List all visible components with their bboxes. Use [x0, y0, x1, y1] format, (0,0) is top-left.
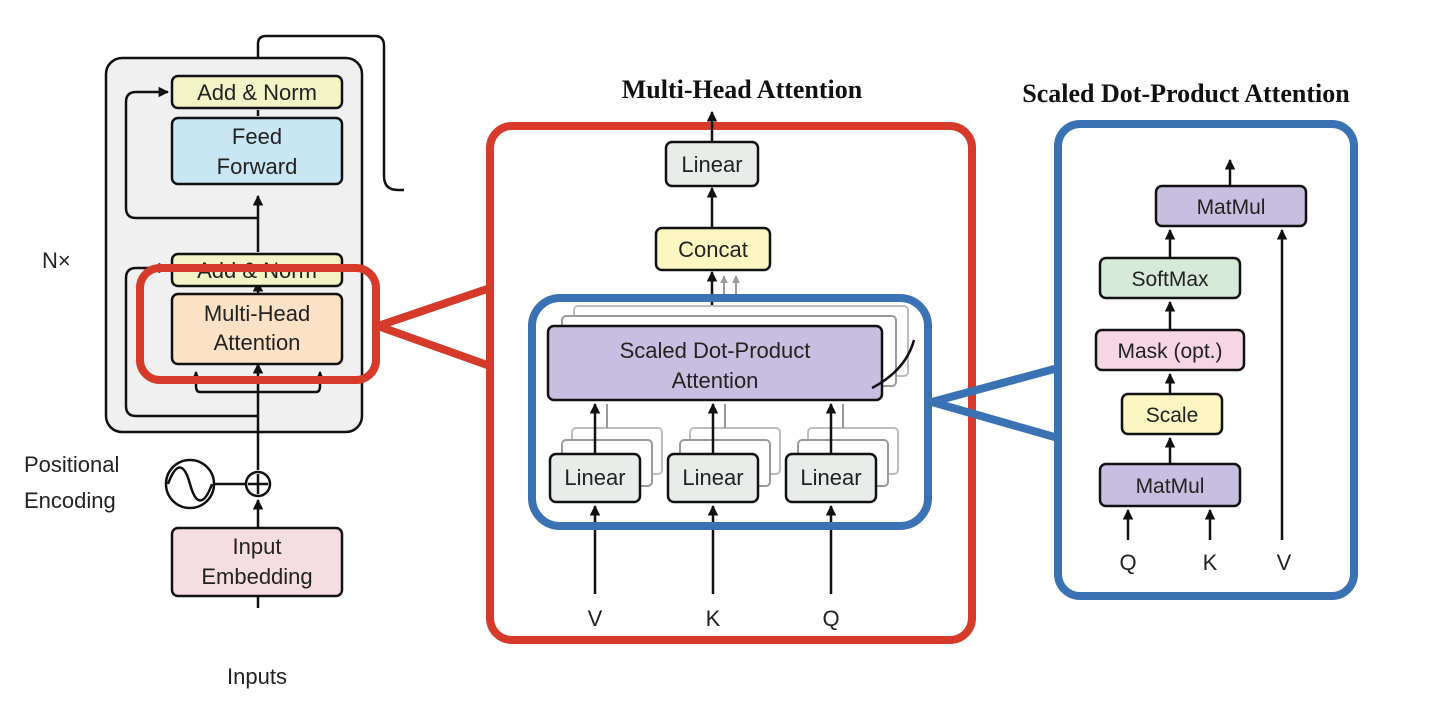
sdpa-label-line1: Scaled Dot-Product	[620, 338, 811, 363]
mha-output-linear-box	[664, 140, 760, 188]
encoder-block: Add & Norm Feed Forward Add & Norm Multi…	[24, 34, 404, 689]
concat-label: Concat	[678, 237, 748, 262]
mha-input-q: Q	[822, 606, 839, 631]
multi-head-attention-box	[170, 292, 344, 366]
mask-label: Mask (opt.)	[1117, 340, 1222, 363]
mha-input-v: V	[588, 606, 603, 631]
mha-title: Multi-Head Attention	[622, 75, 863, 104]
feed-forward-label-line2: Forward	[217, 154, 298, 179]
add-norm-top-label: Add & Norm	[197, 80, 317, 105]
inputs-label: Inputs	[227, 664, 287, 689]
matmul-top-box	[1154, 184, 1308, 228]
linear-k-label: Linear	[682, 465, 743, 490]
linear-stack-k: Linear	[666, 427, 781, 504]
positional-encoding-label-line1: Positional	[24, 452, 119, 477]
softmax-label: SoftMax	[1131, 268, 1209, 291]
mha-output-linear-label: Linear	[681, 152, 742, 177]
red-callout-connector	[374, 284, 494, 370]
sdpa-input-k: K	[1203, 550, 1218, 575]
nx-label: N×	[42, 248, 71, 273]
feed-forward-box	[170, 116, 344, 186]
sdpa-label-line2: Attention	[672, 368, 759, 393]
input-embedding-label-line2: Embedding	[201, 564, 312, 589]
mask-box	[1094, 328, 1246, 372]
mha-sdpa-highlight	[528, 294, 932, 530]
linear-stack-v: Linear	[548, 427, 663, 504]
blue-callout-connector	[928, 364, 1062, 442]
add-circle-icon	[244, 470, 272, 498]
add-norm-top-box	[170, 74, 344, 110]
multi-head-attention-detail: Multi-Head Attention Linear Concat Scale…	[486, 75, 976, 644]
scale-box	[1120, 392, 1224, 436]
multi-head-attention-label-line1: Multi-Head	[204, 301, 310, 326]
matmul-bottom-label: MatMul	[1136, 475, 1205, 498]
sine-wave-icon	[164, 458, 216, 510]
linear-q-label: Linear	[800, 465, 861, 490]
linear-v-label: Linear	[564, 465, 625, 490]
feed-forward-label-line1: Feed	[232, 124, 282, 149]
matmul-top-label: MatMul	[1197, 196, 1266, 219]
sdpa-input-v: V	[1277, 550, 1292, 575]
mha-input-k: K	[706, 606, 721, 631]
input-embedding-box	[170, 526, 344, 598]
concat-box	[654, 226, 772, 272]
scaled-dot-product-detail: Scaled Dot-Product Attention MatMul Soft…	[1022, 79, 1358, 600]
sdpa-box	[546, 324, 884, 402]
matmul-bottom-box	[1098, 462, 1242, 508]
scale-label: Scale	[1146, 404, 1199, 427]
multi-head-attention-label-line2: Attention	[214, 330, 301, 355]
sdpa-title: Scaled Dot-Product Attention	[1022, 79, 1350, 108]
sdpa-input-q: Q	[1119, 550, 1136, 575]
input-embedding-label-line1: Input	[233, 534, 282, 559]
positional-encoding-label-line2: Encoding	[24, 488, 116, 513]
softmax-box	[1098, 256, 1242, 300]
